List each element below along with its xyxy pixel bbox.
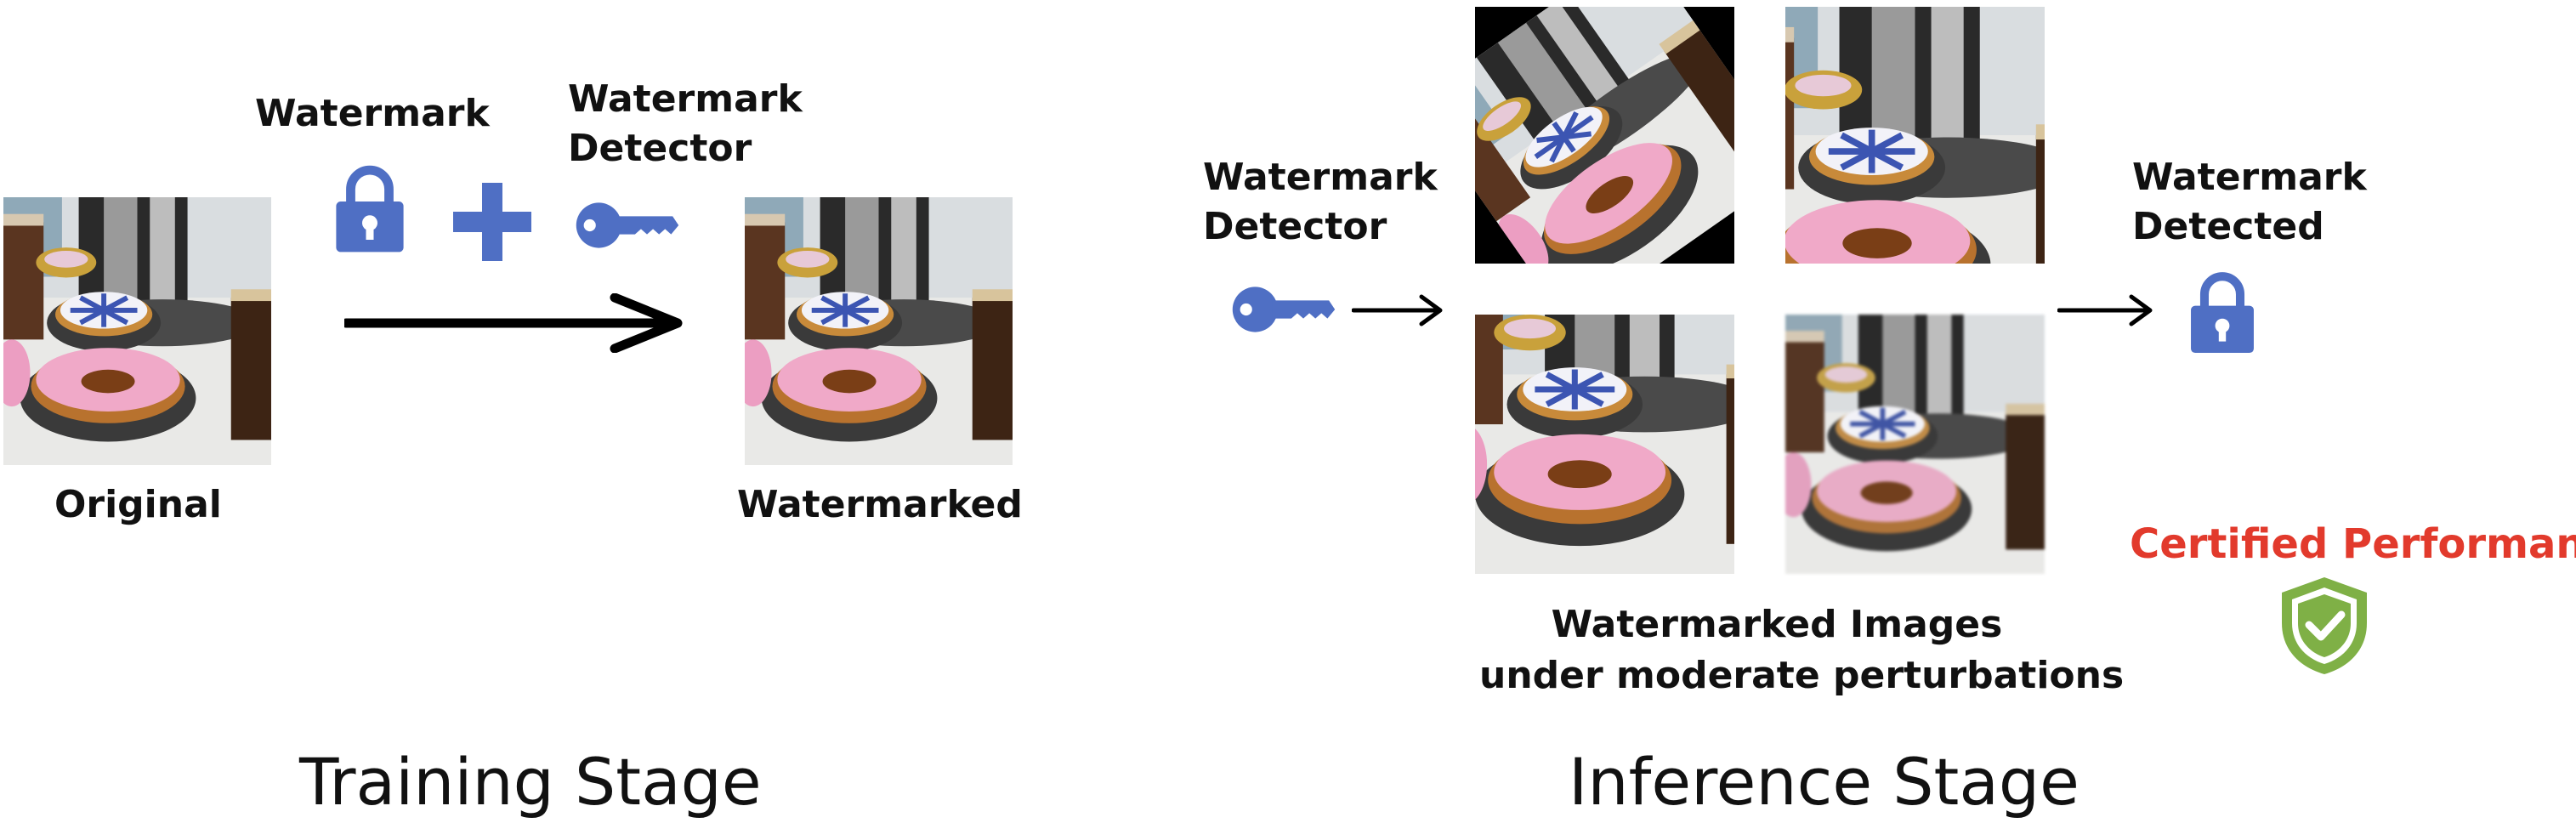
- caption-line2: under moderate perturbations: [1479, 654, 2125, 697]
- training-stage-title: Training Stage: [299, 744, 762, 820]
- inference-detector-label-line2: Detector: [1203, 205, 1387, 248]
- inference-detector-label: Watermark Detector: [1203, 153, 1438, 252]
- perturbed-image-rotated: [1475, 7, 1734, 264]
- watermarked-label: Watermarked: [737, 483, 1023, 526]
- perturbed-image-scaled: [1475, 315, 1734, 574]
- key-icon: [575, 199, 680, 252]
- arrow-right-icon: [344, 293, 683, 353]
- certified-performance-label: Certified Performance: [2130, 520, 2576, 568]
- detected-label: Watermark Detected: [2132, 153, 2367, 252]
- training-detector-label: Watermark Detector: [568, 75, 803, 173]
- plus-icon: [453, 183, 531, 261]
- inference-stage-title: Inference Stage: [1569, 744, 2080, 820]
- inference-key-icon: [1231, 283, 1336, 336]
- detected-label-line2: Detected: [2132, 205, 2324, 248]
- original-label: Original: [54, 483, 222, 526]
- watermarked-image: [745, 197, 1013, 465]
- detected-label-line1: Watermark: [2132, 156, 2367, 199]
- inference-arrow-out-icon: [2057, 294, 2153, 326]
- perturbed-image-blurred: [1785, 315, 2045, 574]
- perturbed-images-caption: Watermarked Images under moderate pertur…: [1479, 599, 2125, 701]
- perturbed-image-cropped: [1785, 7, 2045, 264]
- inference-detector-label-line1: Watermark: [1203, 156, 1438, 199]
- detected-lock-icon: [2187, 266, 2258, 360]
- shield-check-icon: [2282, 577, 2367, 674]
- original-image: [3, 197, 271, 465]
- watermark-label: Watermark: [255, 92, 490, 135]
- training-detector-label-line1: Watermark: [568, 77, 803, 121]
- training-detector-label-line2: Detector: [568, 127, 752, 170]
- lock-icon: [332, 160, 408, 258]
- inference-arrow-in-icon: [1352, 294, 1443, 326]
- caption-line1: Watermarked Images: [1551, 603, 2003, 646]
